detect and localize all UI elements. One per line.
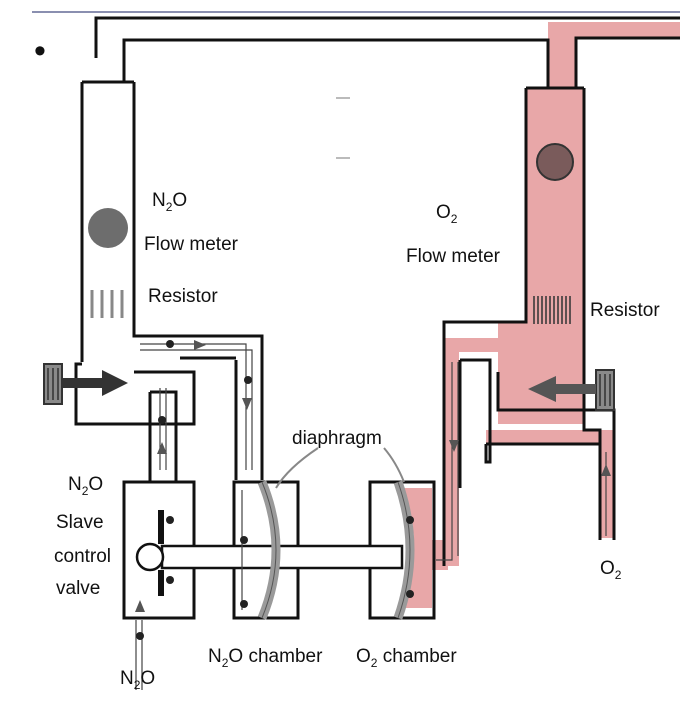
n2o-resistor bbox=[90, 290, 124, 318]
connecting-shaft bbox=[160, 544, 404, 570]
bullet: • bbox=[34, 32, 46, 70]
n2o-chamber-label: N2O chamber bbox=[208, 646, 323, 670]
o2-bobbin bbox=[536, 143, 574, 181]
n2o-bobbin bbox=[88, 208, 128, 248]
o2-resistor bbox=[533, 296, 571, 324]
slave-valve-line3: control bbox=[54, 546, 111, 567]
flow-arrows bbox=[135, 340, 611, 612]
slave-valve-label: N2O bbox=[68, 474, 103, 498]
o2-diaphragm-edge bbox=[397, 481, 411, 619]
slave-valve-line2: Slave bbox=[56, 512, 104, 533]
n2o-flow-meter-line2: Flow meter bbox=[144, 234, 239, 255]
n2o-inlet-label: N2O bbox=[120, 668, 155, 692]
pipe-outlines bbox=[74, 16, 680, 566]
o2-chamber-label: O2 chamber bbox=[356, 646, 457, 670]
resistor-right-label: Resistor bbox=[590, 300, 660, 321]
o2-control-knob bbox=[528, 369, 615, 411]
o2-inlet-label: O2 bbox=[600, 558, 622, 582]
n2o-diaphragm-edge bbox=[261, 481, 277, 619]
valve-seat-lower bbox=[158, 570, 164, 596]
resistor-left-label: Resistor bbox=[148, 286, 218, 307]
valve-seat bbox=[158, 510, 164, 544]
flow-paths bbox=[135, 343, 607, 690]
n2o-control-knob bbox=[43, 363, 128, 405]
valve-ball bbox=[135, 542, 165, 572]
diaphragm-label: diaphragm bbox=[292, 428, 382, 449]
diaphragm-pointer-left bbox=[275, 447, 319, 489]
o2-flow-meter-label: O2 bbox=[436, 202, 458, 226]
slave-valve-line4: valve bbox=[56, 578, 100, 599]
flow-dots bbox=[136, 340, 414, 640]
o2-flow-meter-line2: Flow meter bbox=[406, 246, 501, 267]
n2o-flow-meter-label: N2O bbox=[152, 190, 187, 214]
diaphragm-pointer-right bbox=[383, 447, 405, 483]
